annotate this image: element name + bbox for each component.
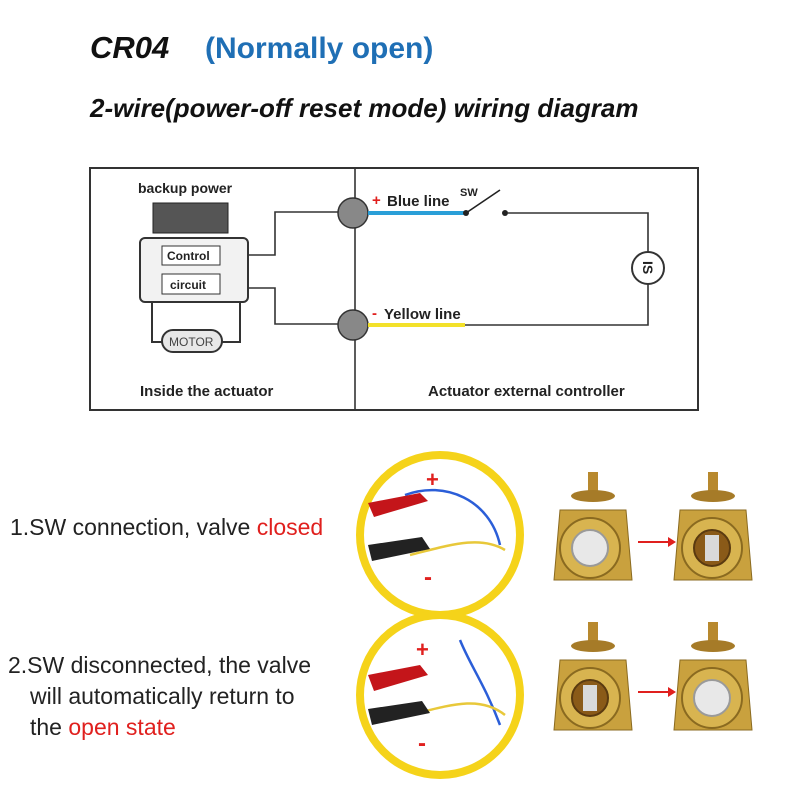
valve-open-2	[673, 622, 753, 731]
red-clip-2	[368, 665, 428, 691]
circuit-box	[161, 273, 221, 295]
switch-lever	[465, 189, 501, 214]
yellow-line-label: Yellow line	[384, 306, 461, 323]
blue-line-label: Blue line	[387, 193, 450, 210]
valve-bore-open	[693, 679, 731, 717]
valve-nut	[571, 490, 615, 502]
step-2-line-2: will automatically return to	[30, 683, 295, 709]
black-clip-1	[368, 537, 430, 561]
outer-wire-top	[508, 212, 649, 252]
valve-row-2	[553, 622, 753, 731]
load-label: IS	[640, 261, 656, 274]
clip-photo-connected: + -	[356, 451, 524, 619]
control-box	[161, 245, 221, 266]
valve-ball-slot	[583, 685, 597, 711]
arrow-1-head	[668, 537, 676, 547]
motor-label: MOTOR	[169, 335, 214, 349]
terminal-bottom	[337, 309, 369, 341]
step-1-prefix: 1.SW connection, valve	[10, 514, 257, 540]
valve-ball-slot	[705, 535, 719, 561]
wiring-diagram: backup power Control circuit MOTOR + Blu…	[89, 167, 699, 411]
blue-wire-1	[404, 488, 502, 546]
valve-stem	[708, 622, 718, 644]
valve-stem	[588, 622, 598, 644]
inner-wire-top	[248, 211, 338, 256]
inside-actuator-label: Inside the actuator	[140, 383, 274, 400]
plus-sign-2: +	[416, 637, 429, 662]
valve-open-1	[553, 472, 633, 581]
mode-title: (Normally open)	[205, 32, 434, 65]
diagram-subtitle: 2-wire(power-off reset mode) wiring diag…	[90, 93, 639, 123]
terminal-top	[337, 197, 369, 229]
step-2-line-1: 2.SW disconnected, the valve	[8, 652, 311, 678]
plus-sign-1: +	[426, 467, 439, 492]
step-2-text: 2.SW disconnected, the valve will automa…	[8, 650, 311, 743]
valve-nut	[691, 640, 735, 652]
model-title: CR04	[90, 30, 170, 65]
arrow-2-head	[668, 687, 676, 697]
valve-stem	[708, 472, 718, 494]
red-clip-1	[368, 493, 428, 517]
control-label: Control	[167, 249, 210, 263]
valve-closed-1	[673, 472, 753, 581]
clip-ring-2	[356, 611, 524, 779]
blue-line-sign: +	[372, 192, 381, 209]
valve-nut	[571, 640, 615, 652]
valve-row-1	[553, 472, 753, 581]
yellow-line-sign: -	[372, 305, 377, 322]
valve-nut	[691, 490, 735, 502]
yellow-wire-1	[409, 541, 506, 557]
black-clip-2	[368, 701, 430, 725]
step-2-line-3-prefix: the	[30, 714, 69, 740]
blue-wire-2	[458, 639, 502, 726]
step-1-highlight: closed	[256, 514, 324, 540]
step-2-line-3: the open state	[8, 712, 311, 743]
minus-sign-1: -	[424, 564, 432, 591]
valve-bore-open	[571, 529, 609, 567]
backup-power-label: backup power	[138, 180, 233, 196]
motor-block	[161, 329, 223, 353]
minus-sign-2: -	[418, 730, 426, 757]
inner-wire-bottom	[248, 287, 338, 325]
step-1-text: 1.SW connection, valve closed	[10, 512, 323, 543]
external-controller-label: Actuator external controller	[428, 383, 625, 400]
switch-contact-right	[502, 210, 508, 216]
clip-photo-disconnected: + -	[356, 611, 524, 779]
backup-power-block	[152, 202, 229, 234]
step-2-highlight: open state	[68, 714, 176, 740]
outer-wire-bottom	[465, 284, 649, 326]
valve-closed-2	[553, 622, 633, 731]
valve-stem	[588, 472, 598, 494]
switch-label: SW	[460, 187, 478, 199]
circuit-label: circuit	[170, 278, 206, 292]
